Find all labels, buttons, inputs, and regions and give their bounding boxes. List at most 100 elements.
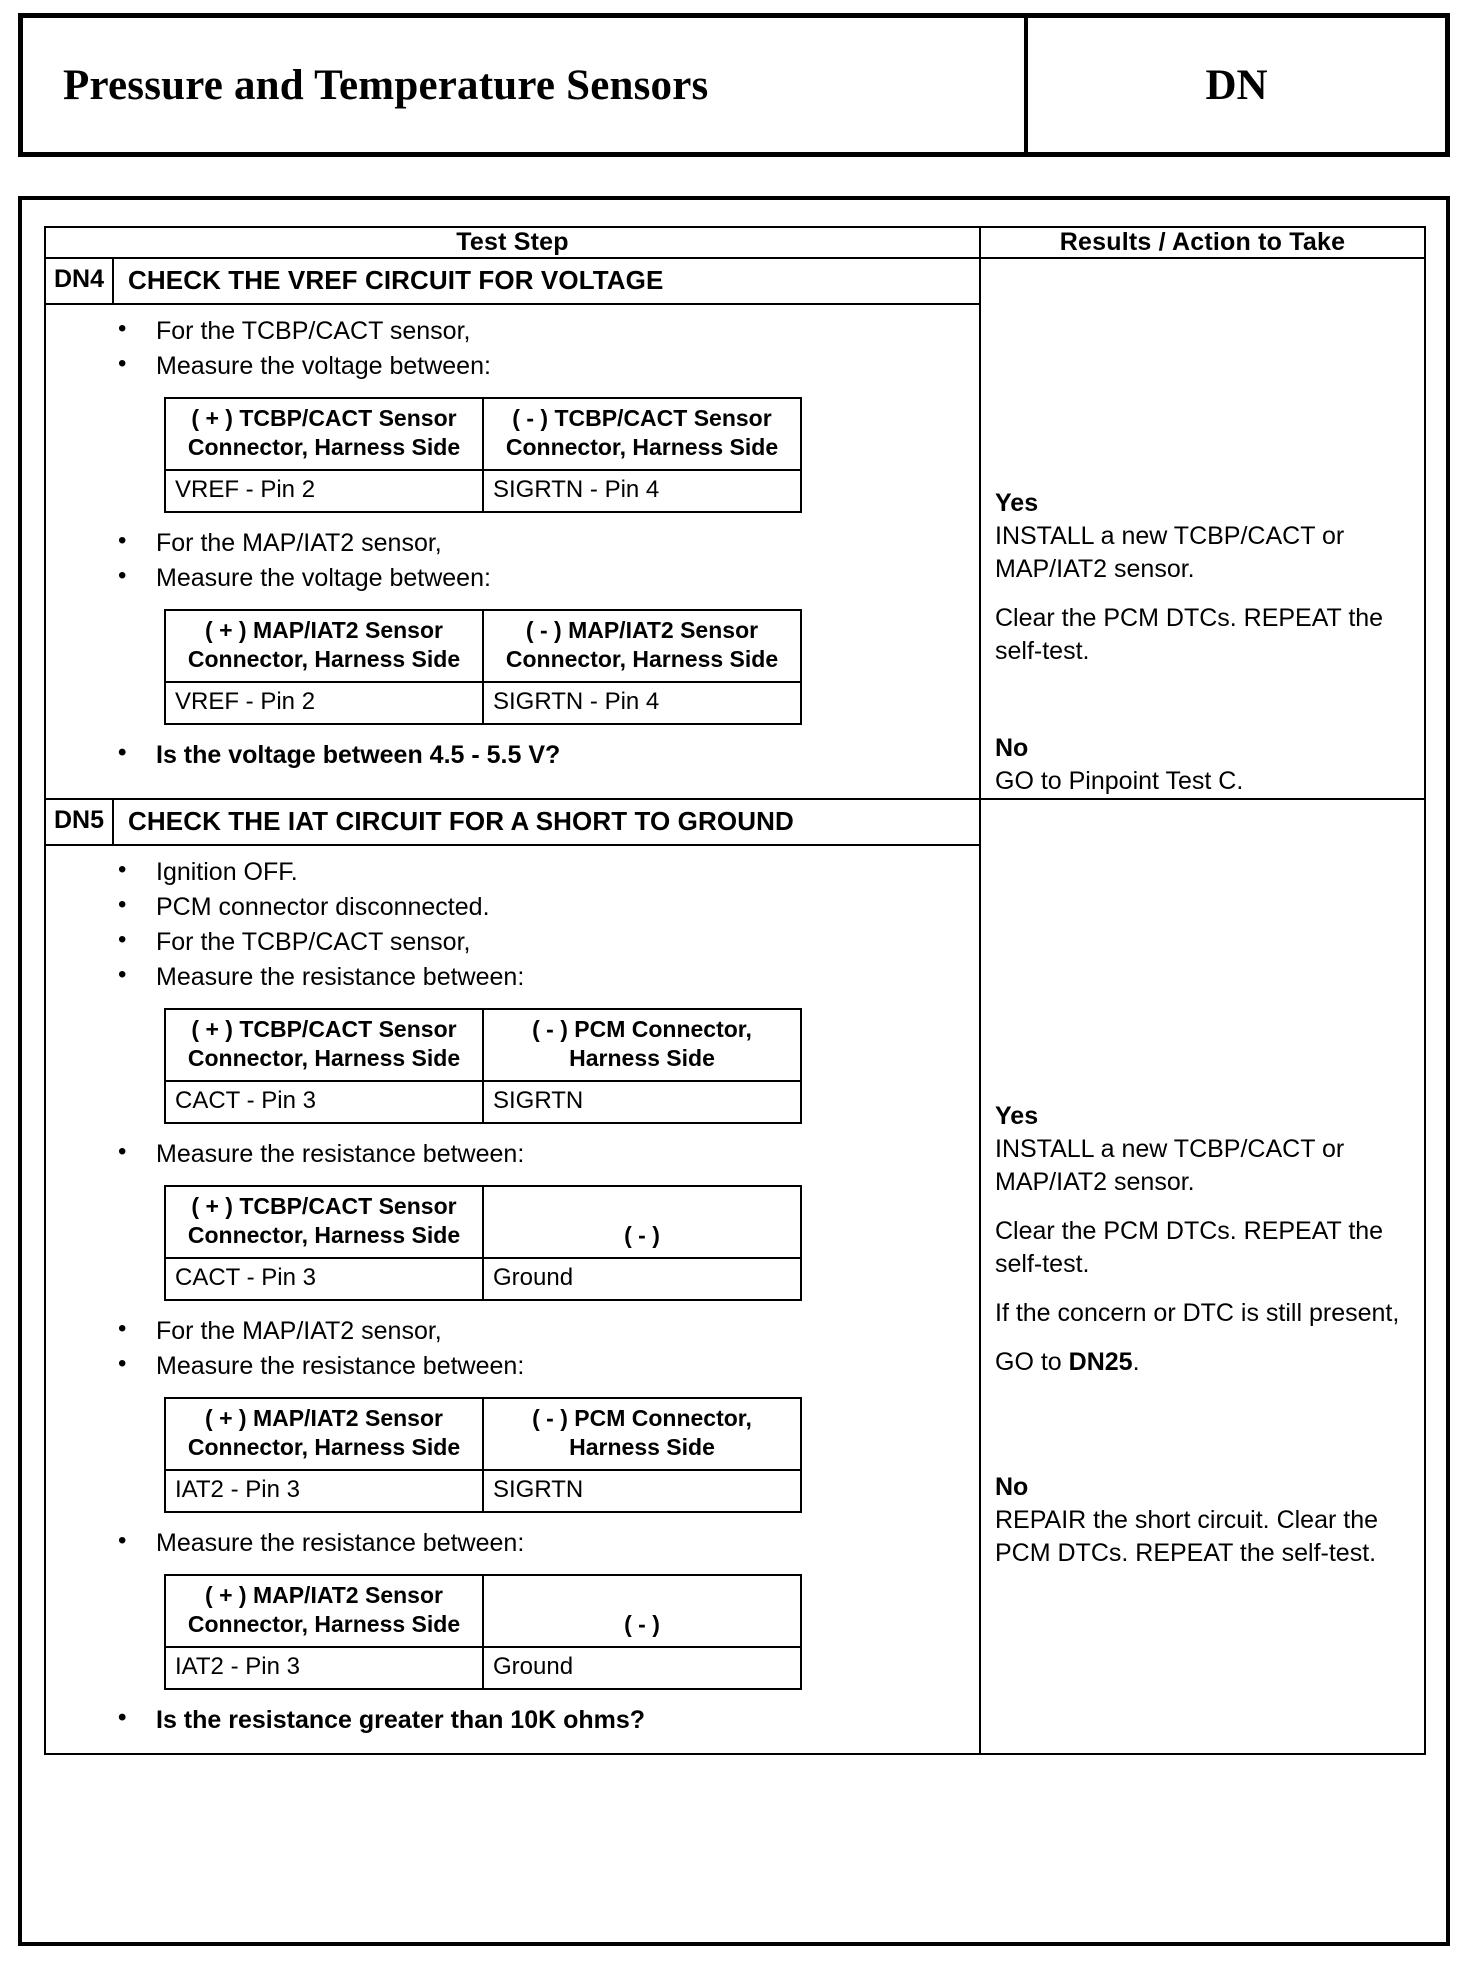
list-item: PCM connector disconnected. [46, 888, 979, 924]
pinpoint-test-table: Test Step Results / Action to Take DN4 C… [44, 226, 1426, 1755]
step-id-dn4: DN4 [46, 259, 114, 303]
step-body-dn4: For the TCBP/CACT sensor, Measure the vo… [46, 305, 979, 788]
list-item: For the MAP/IAT2 sensor, [46, 1312, 979, 1348]
results-cell-dn4: Yes INSTALL a new TCBP/CACT or MAP/IAT2 … [979, 257, 1426, 800]
connector-table-dn5-4: ( + ) MAP/IAT2 Sensor Connector, Harness… [164, 1574, 802, 1690]
connector-value-negative: SIGRTN [482, 1469, 802, 1513]
results-yes-label: Yes [995, 489, 1039, 517]
page-header-title-cell: Pressure and Temperature Sensors [23, 18, 1028, 152]
list-item: Measure the resistance between: [46, 1347, 979, 1383]
results-content-dn5: Yes INSTALL a new TCBP/CACT or MAP/IAT2 … [981, 1100, 1424, 1570]
connector-head-positive: ( + ) MAP/IAT2 Sensor Connector, Harness… [164, 1397, 484, 1471]
connector-head-positive: ( + ) TCBP/CACT Sensor Connector, Harnes… [164, 397, 484, 471]
table-row: VREF - Pin 2 SIGRTN - Pin 4 [164, 681, 802, 725]
list-item: For the TCBP/CACT sensor, [46, 923, 979, 959]
step-question-dn5: Is the resistance greater than 10K ohms? [46, 1701, 979, 1737]
table-row: ( + ) MAP/IAT2 Sensor Connector, Harness… [164, 1397, 802, 1471]
connector-head-negative: ( - ) PCM Connector, Harness Side [482, 1397, 802, 1471]
bullet-list-dn5-3: For the MAP/IAT2 sensor, Measure the res… [46, 1312, 979, 1383]
list-item: Measure the resistance between: [46, 1524, 979, 1560]
connector-head-negative: ( - ) PCM Connector, Harness Side [482, 1008, 802, 1082]
connector-table-dn4-2: ( + ) MAP/IAT2 Sensor Connector, Harness… [164, 609, 802, 725]
page-header-code-cell: DN [1028, 18, 1445, 152]
results-gap [995, 1379, 1416, 1471]
bullet-list-dn5-4: Measure the resistance between: [46, 1524, 979, 1560]
table-row: ( + ) TCBP/CACT Sensor Connector, Harnes… [164, 1008, 802, 1082]
table-row: ( + ) TCBP/CACT Sensor Connector, Harnes… [164, 397, 802, 471]
bullet-list-dn5-2: Measure the resistance between: [46, 1135, 979, 1171]
results-gap [995, 668, 1416, 732]
connector-value-positive: VREF - Pin 2 [164, 469, 484, 513]
connector-value-positive: IAT2 - Pin 3 [164, 1646, 484, 1690]
results-yes-line-2: Clear the PCM DTCs. REPEAT the self-test… [995, 1217, 1384, 1278]
connector-value-negative: SIGRTN [482, 1080, 802, 1124]
results-no-label: No [995, 734, 1029, 762]
table-row: ( + ) MAP/IAT2 Sensor Connector, Harness… [164, 609, 802, 683]
table-row: DN5 CHECK THE IAT CIRCUIT FOR A SHORT TO… [44, 798, 1426, 1755]
table-row: CACT - Pin 3 SIGRTN [164, 1080, 802, 1124]
connector-value-negative: SIGRTN - Pin 4 [482, 681, 802, 725]
results-gap [995, 1281, 1416, 1297]
results-spacer [981, 259, 1424, 487]
bullet-list-dn4-1: For the TCBP/CACT sensor, Measure the vo… [46, 312, 979, 383]
results-gap [995, 1199, 1416, 1215]
test-step-cell-dn5: DN5 CHECK THE IAT CIRCUIT FOR A SHORT TO… [44, 798, 981, 1755]
results-yes-line-4: GO to DN25. [995, 1346, 1416, 1379]
results-no-label: No [995, 1473, 1029, 1501]
results-gap [995, 586, 1416, 602]
results-gap [995, 1330, 1416, 1346]
results-yes-line-2: Clear the PCM DTCs. REPEAT the self-test… [995, 604, 1384, 665]
step-title-dn4: CHECK THE VREF CIRCUIT FOR VOLTAGE [128, 265, 664, 295]
results-content-dn4: Yes INSTALL a new TCBP/CACT or MAP/IAT2 … [981, 487, 1424, 798]
connector-head-negative: ( - ) [482, 1185, 802, 1259]
table-row: IAT2 - Pin 3 Ground [164, 1646, 802, 1690]
connector-value-negative: Ground [482, 1646, 802, 1690]
step-question-dn4: Is the voltage between 4.5 - 5.5 V? [46, 736, 979, 772]
connector-value-positive: IAT2 - Pin 3 [164, 1469, 484, 1513]
results-goto-step: DN25 [1068, 1348, 1133, 1376]
results-no-line-1: GO to Pinpoint Test C. [995, 767, 1244, 795]
results-spacer [981, 800, 1424, 1100]
connector-head-positive: ( + ) TCBP/CACT Sensor Connector, Harnes… [164, 1185, 484, 1259]
column-header-test-step: Test Step [44, 226, 981, 259]
table-row: ( + ) TCBP/CACT Sensor Connector, Harnes… [164, 1185, 802, 1259]
table-row: IAT2 - Pin 3 SIGRTN [164, 1469, 802, 1513]
bullet-list-dn4-2: For the MAP/IAT2 sensor, Measure the vol… [46, 524, 979, 595]
results-goto-suffix: . [1132, 1348, 1140, 1376]
table-row: ( + ) MAP/IAT2 Sensor Connector, Harness… [164, 1574, 802, 1648]
table-row: VREF - Pin 2 SIGRTN - Pin 4 [164, 469, 802, 513]
connector-head-positive: ( + ) MAP/IAT2 Sensor Connector, Harness… [164, 1574, 484, 1648]
table-row: CACT - Pin 3 Ground [164, 1257, 802, 1301]
connector-table-dn5-3: ( + ) MAP/IAT2 Sensor Connector, Harness… [164, 1397, 802, 1513]
list-item: Measure the resistance between: [46, 958, 979, 994]
section-code: DN [1205, 61, 1268, 109]
step-title-row-dn4: DN4 CHECK THE VREF CIRCUIT FOR VOLTAGE [46, 259, 979, 305]
table-header-row: Test Step Results / Action to Take [44, 226, 1426, 259]
connector-table-dn4-1: ( + ) TCBP/CACT Sensor Connector, Harnes… [164, 397, 802, 513]
table-row: DN4 CHECK THE VREF CIRCUIT FOR VOLTAGE F… [44, 257, 1426, 800]
connector-head-positive: ( + ) MAP/IAT2 Sensor Connector, Harness… [164, 609, 484, 683]
page-title: Pressure and Temperature Sensors [63, 61, 709, 109]
content-frame: Test Step Results / Action to Take DN4 C… [18, 196, 1450, 1946]
list-item: Measure the voltage between: [46, 559, 979, 595]
step-title-row-dn5: DN5 CHECK THE IAT CIRCUIT FOR A SHORT TO… [46, 800, 979, 846]
results-yes-line-3: If the concern or DTC is still present, [995, 1299, 1400, 1327]
connector-head-negative: ( - ) TCBP/CACT Sensor Connector, Harnes… [482, 397, 802, 471]
list-item: Measure the resistance between: [46, 1135, 979, 1171]
list-item: Ignition OFF. [46, 853, 979, 889]
step-title-dn5: CHECK THE IAT CIRCUIT FOR A SHORT TO GRO… [128, 806, 794, 836]
results-goto-prefix: GO to [995, 1348, 1069, 1376]
results-cell-dn5: Yes INSTALL a new TCBP/CACT or MAP/IAT2 … [979, 798, 1426, 1755]
connector-table-dn5-1: ( + ) TCBP/CACT Sensor Connector, Harnes… [164, 1008, 802, 1124]
list-item: For the MAP/IAT2 sensor, [46, 524, 979, 560]
column-header-results: Results / Action to Take [979, 226, 1426, 259]
list-item: Measure the voltage between: [46, 347, 979, 383]
connector-value-negative: SIGRTN - Pin 4 [482, 469, 802, 513]
bullet-list-dn4-question: Is the voltage between 4.5 - 5.5 V? [46, 736, 979, 772]
results-yes-line-1: INSTALL a new TCBP/CACT or MAP/IAT2 sens… [995, 522, 1345, 583]
connector-head-negative: ( - ) MAP/IAT2 Sensor Connector, Harness… [482, 609, 802, 683]
connector-value-positive: CACT - Pin 3 [164, 1080, 484, 1124]
connector-value-negative: Ground [482, 1257, 802, 1301]
test-step-cell-dn4: DN4 CHECK THE VREF CIRCUIT FOR VOLTAGE F… [44, 257, 981, 800]
connector-head-positive: ( + ) TCBP/CACT Sensor Connector, Harnes… [164, 1008, 484, 1082]
